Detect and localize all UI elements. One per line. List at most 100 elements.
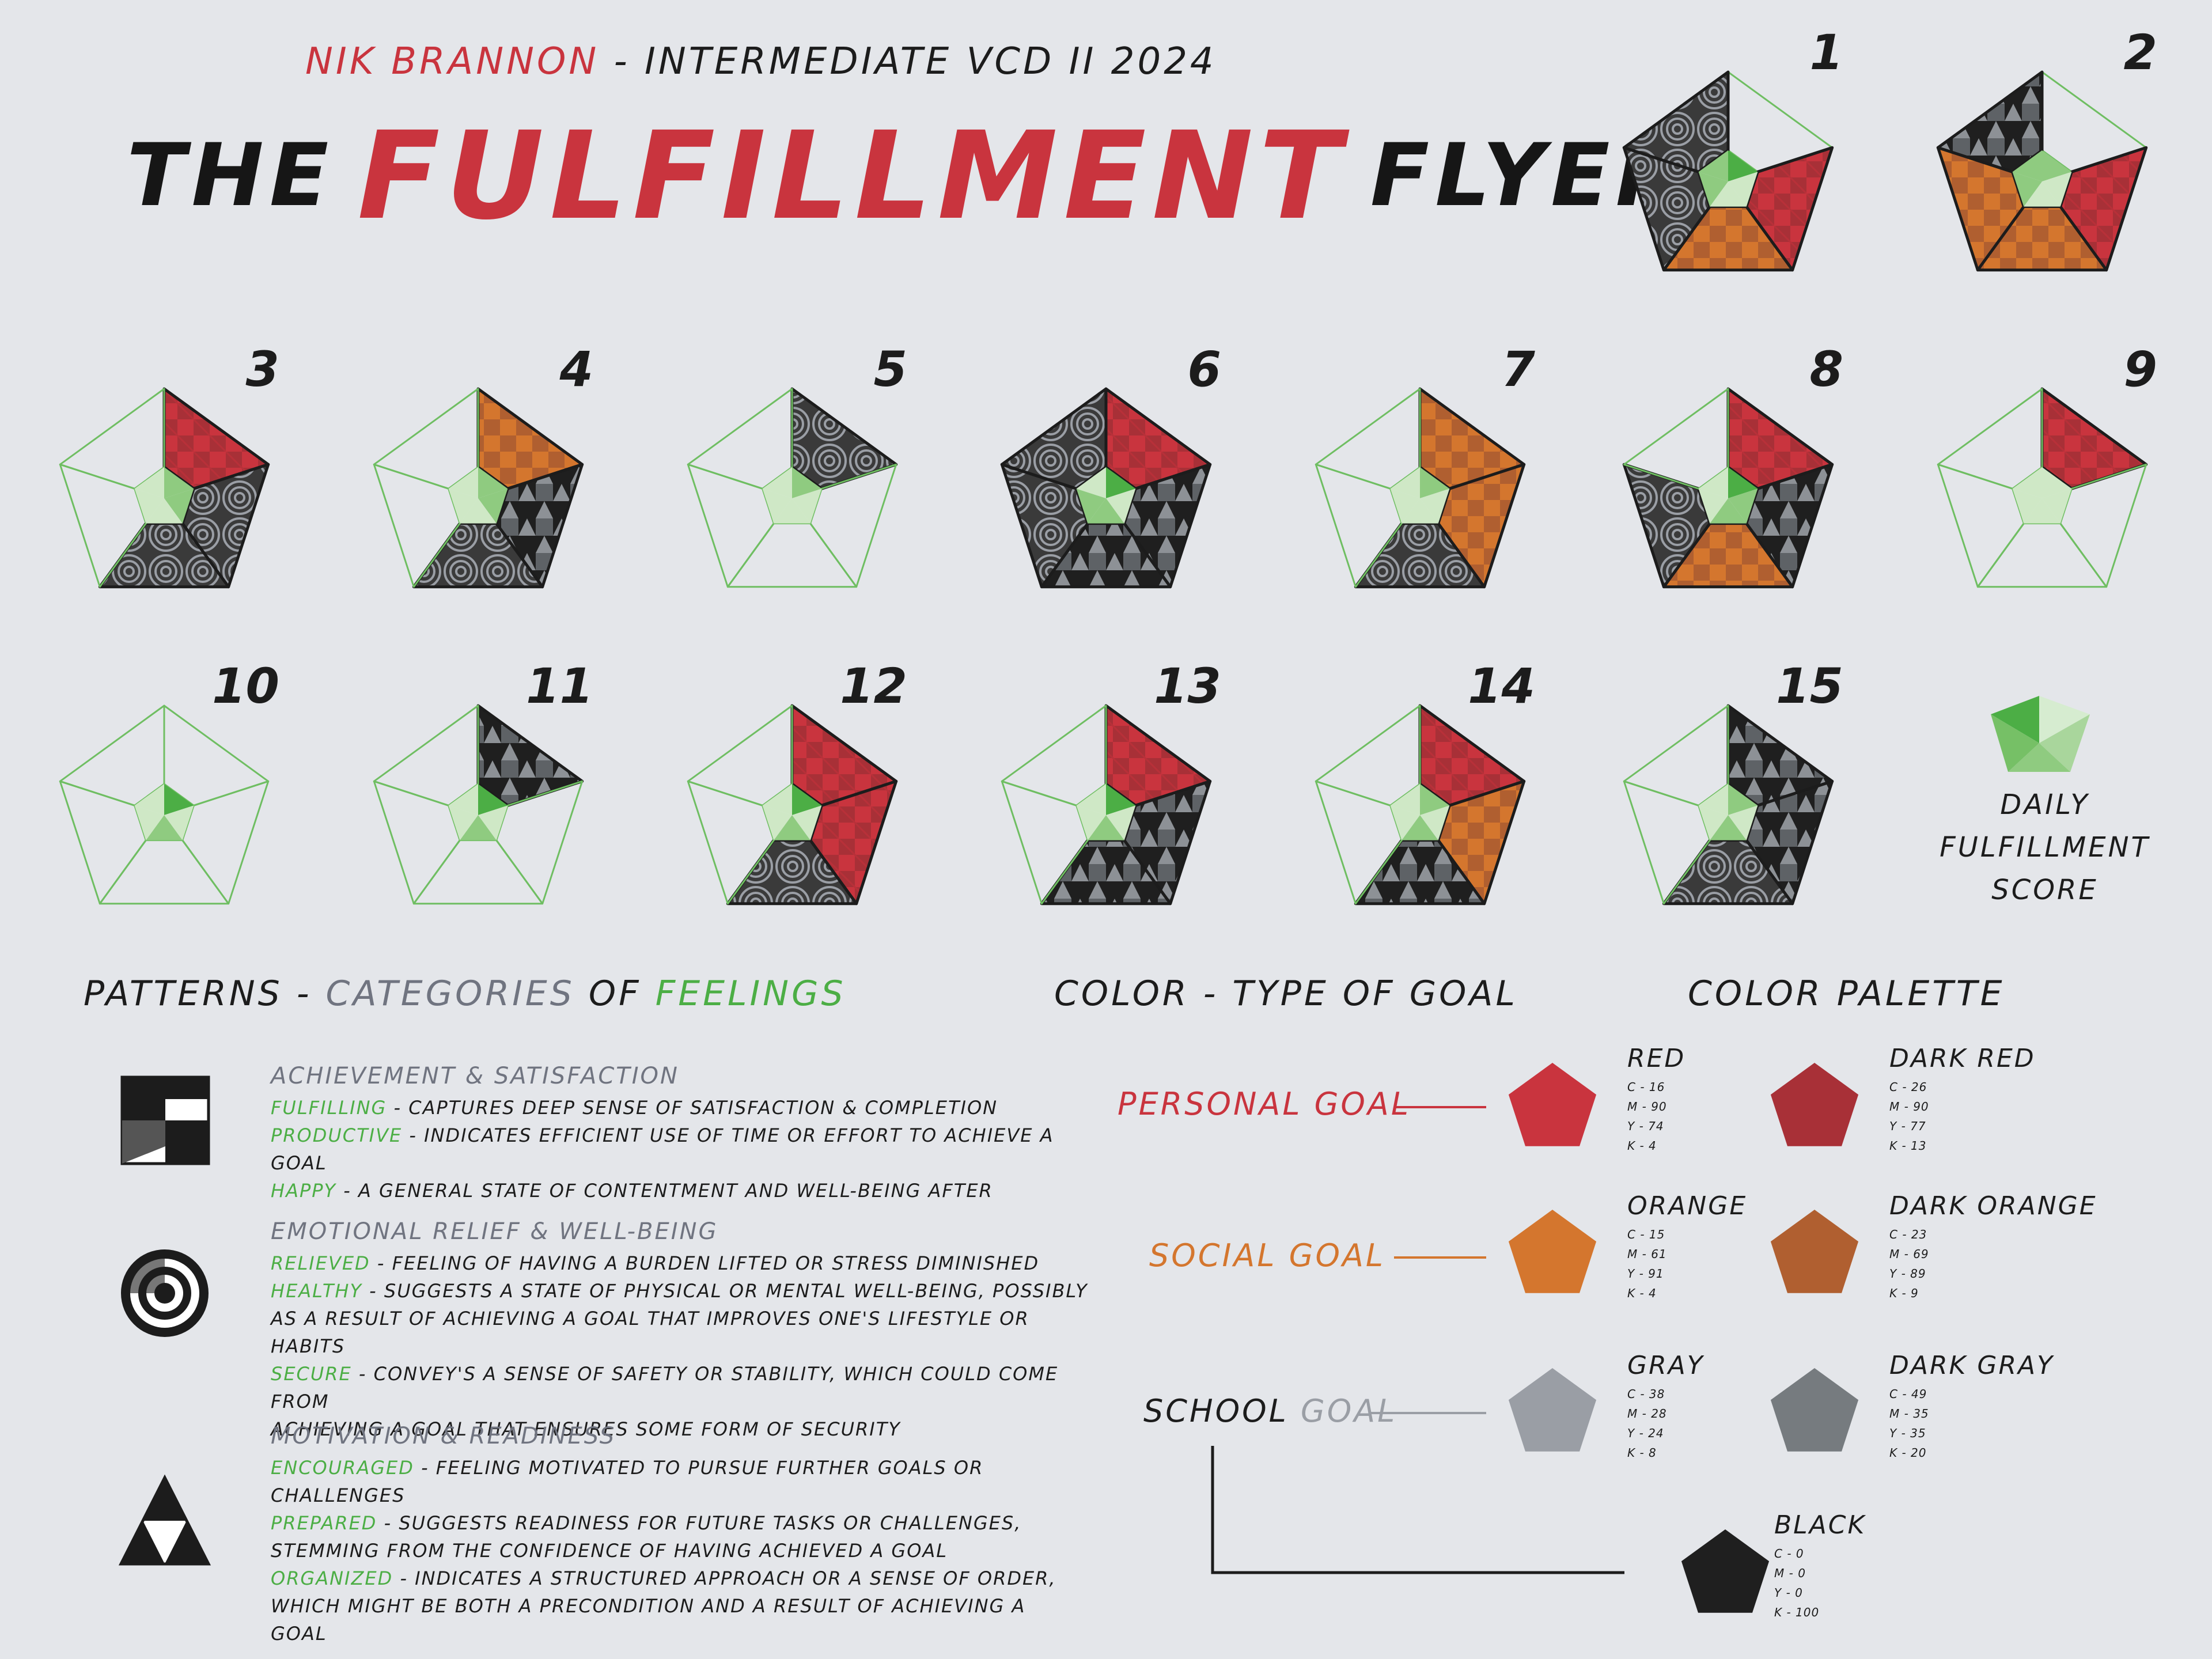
swatch-name: DARK GRAY <box>1889 1351 2055 1380</box>
flyer-15: 15 <box>1623 658 1843 906</box>
flyer-segment <box>1315 704 1421 806</box>
daily-score-label: DAILY FULFILLMENT SCORE <box>1924 783 2166 911</box>
patterns-heading-a: PATTERNS - <box>84 974 326 1014</box>
score-wedge <box>1728 150 1758 181</box>
cmyk-m: M - 90 <box>1627 1100 1667 1113</box>
score-wedge <box>762 488 792 524</box>
legend-relief: EMOTIONAL RELIEF & WELL-BEING RELIEVED -… <box>271 1218 1089 1443</box>
score-wedge <box>1698 467 1728 498</box>
flyer-segment <box>687 463 775 588</box>
score-wedge <box>762 805 792 840</box>
score-wedge <box>460 815 497 840</box>
legend-text: - FEELING MOTIVATED TO PURSUE FURTHER GO… <box>414 1457 984 1479</box>
score-wedge <box>1076 784 1106 815</box>
swatch-orange <box>1508 1210 1597 1293</box>
score-wedge <box>134 488 164 524</box>
cmyk-m: M - 69 <box>1889 1247 1929 1261</box>
flyer-segment <box>59 388 165 490</box>
score-wedge <box>1402 815 1438 840</box>
school-goal-label-a: SCHOOL <box>1143 1393 1289 1429</box>
patterns-heading-c: OF <box>574 974 656 1014</box>
flyer-segment <box>1937 463 2025 588</box>
score-wedge <box>1106 784 1136 815</box>
score-wedge <box>2024 181 2061 207</box>
score-wedge <box>1728 488 1758 524</box>
cmyk-k: K - 8 <box>1627 1446 1657 1460</box>
daily-score-icon <box>1991 696 2090 772</box>
subtitle: NIK BRANNON - INTERMEDIATE VCD II 2024 <box>305 40 1217 83</box>
cmyk-k: K - 9 <box>1889 1286 1919 1300</box>
cmyk-m: M - 28 <box>1627 1407 1667 1421</box>
cmyk-y: Y - 89 <box>1889 1267 1926 1281</box>
patterns-heading: PATTERNS - CATEGORIES OF FEELINGS <box>84 974 846 1014</box>
legend-keyword: HEALTHY <box>271 1280 362 1302</box>
flyer-segment <box>99 839 230 905</box>
score-wedge <box>792 467 822 498</box>
score-wedge <box>2042 172 2072 207</box>
flyer-segment <box>1001 704 1107 806</box>
flyer-1: 1 <box>1622 24 1843 272</box>
score-wedge <box>1728 784 1758 815</box>
score-wedge <box>134 784 164 815</box>
cmyk-c: C - 23 <box>1889 1228 1927 1241</box>
daily-score-line2: FULFILLMENT <box>1940 831 2150 863</box>
flyer-6: 6 <box>1000 341 1221 589</box>
flyer-number: 14 <box>1468 658 1535 714</box>
score-wedge <box>134 805 164 840</box>
score-wedge <box>1698 172 1728 207</box>
flyer-number: 13 <box>1154 658 1221 714</box>
patterns-heading-b: CATEGORIES <box>325 974 575 1014</box>
title-the: THE <box>127 126 335 226</box>
author-name: NIK BRANNON <box>305 40 600 83</box>
page-title: THE FULFILLMENT FLYER <box>127 105 1688 247</box>
swatch-name: GRAY <box>1627 1351 1705 1380</box>
legend-text: - INDICATES A STRUCTURED APPROACH OR A S… <box>393 1567 1056 1589</box>
score-wedge <box>2042 488 2072 524</box>
score-wedge <box>2042 467 2072 498</box>
flyer-4: 4 <box>373 341 593 589</box>
score-wedge <box>1106 805 1136 840</box>
score-wedge <box>1088 815 1124 840</box>
flyer-number: 12 <box>840 658 907 714</box>
flyer-9: 9 <box>1937 341 2157 588</box>
flyer-number: 8 <box>1810 341 1843 397</box>
course-name: - INTERMEDIATE VCD II 2024 <box>599 40 1217 83</box>
legend-text: ACHIEVING A GOAL THAT ENSURES SOME FORM … <box>271 1418 901 1440</box>
swatch-name: ORANGE <box>1627 1191 1748 1221</box>
flyer-number: 3 <box>246 341 279 397</box>
cmyk-c: C - 49 <box>1889 1387 1927 1401</box>
score-wedge <box>1106 467 1136 498</box>
legend-motivation: MOTIVATION & READINESS ENCOURAGED - FEEL… <box>271 1423 1089 1647</box>
score-wedge <box>762 784 792 815</box>
score-wedge <box>1106 488 1136 524</box>
cmyk-y: Y - 74 <box>1627 1119 1664 1133</box>
flyer-10: 10 <box>59 658 279 905</box>
swatch-name: DARK RED <box>1889 1044 2036 1073</box>
score-wedge <box>1390 467 1420 498</box>
cmyk-k: K - 13 <box>1889 1139 1927 1153</box>
legend-keyword: HAPPY <box>271 1180 337 1202</box>
flyer-3: 3 <box>59 341 279 589</box>
flyer-segment <box>59 780 147 905</box>
score-wedge <box>2012 467 2042 498</box>
score-wedge <box>2024 498 2061 524</box>
score-wedge <box>164 784 194 815</box>
score-wedge <box>1710 815 1747 840</box>
score-wedge <box>792 784 822 815</box>
flyer-number: 7 <box>1502 341 1536 397</box>
score-wedge <box>1728 467 1758 498</box>
flyer-segment <box>1937 388 2043 490</box>
cmyk-y: Y - 91 <box>1627 1267 1664 1281</box>
flyer-segment <box>687 704 793 806</box>
swatch-name: BLACK <box>1774 1510 1866 1540</box>
cmyk-k: K - 4 <box>1627 1286 1657 1300</box>
flyer-segment <box>1976 522 2108 588</box>
flyer-number: 5 <box>874 341 907 397</box>
cmyk-c: C - 38 <box>1627 1387 1665 1401</box>
score-wedge <box>2012 488 2042 524</box>
cmyk-y: Y - 0 <box>1774 1586 1803 1600</box>
palette-heading: COLOR PALETTE <box>1688 974 2005 1014</box>
